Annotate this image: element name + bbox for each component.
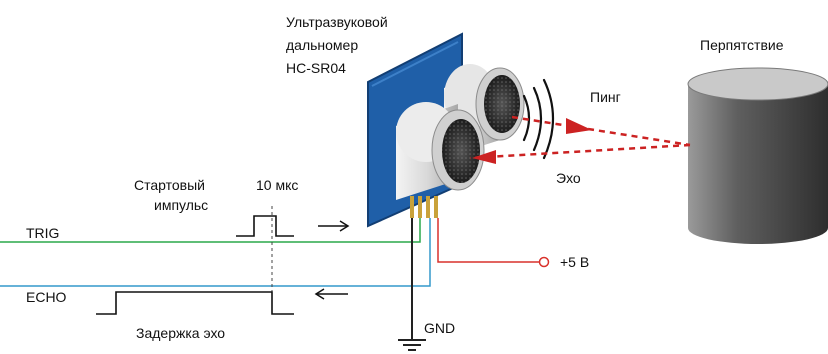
ping-label: Пинг (590, 89, 621, 105)
trig-direction-arrow (318, 220, 350, 232)
start-pulse-line-1: Стартовый (134, 177, 205, 193)
obstacle (687, 67, 828, 244)
title-line-1: Ультразвуковой (286, 14, 388, 30)
trig-wire (0, 218, 421, 243)
power-label: +5 В (560, 254, 589, 270)
header-pins (410, 196, 438, 218)
sound-waves (522, 78, 555, 160)
ping-arrow (511, 115, 691, 147)
title-line-2: дальномер (286, 37, 358, 53)
echo-delay-label: Задержка эхо (136, 325, 225, 341)
wires (0, 218, 540, 340)
ground-icon (398, 339, 426, 351)
start-pulse-line-2: импульс (154, 197, 208, 213)
echo-label: Эхо (556, 170, 581, 186)
echo-direction-arrow (314, 288, 348, 300)
sensor-module (367, 32, 525, 228)
start-pulse-label: Стартовый импульс (134, 177, 209, 213)
power-terminal (538, 256, 550, 268)
module-title: Ультразвуковой дальномер HC-SR04 (286, 14, 392, 76)
echo-pin-label: ECHO (26, 289, 67, 305)
transducer-front (396, 102, 485, 200)
power-wire (437, 218, 540, 263)
echo-pulse (96, 291, 294, 315)
pulse-duration-label: 10 мкс (256, 177, 298, 193)
gnd-label: GND (424, 320, 455, 336)
trigger-pulse (236, 215, 294, 237)
echo-arrow (469, 143, 691, 164)
obstacle-label: Перпятствие (700, 37, 784, 53)
echo-wire (0, 218, 431, 287)
title-line-3: HC-SR04 (286, 60, 346, 76)
trig-label: TRIG (26, 225, 59, 241)
